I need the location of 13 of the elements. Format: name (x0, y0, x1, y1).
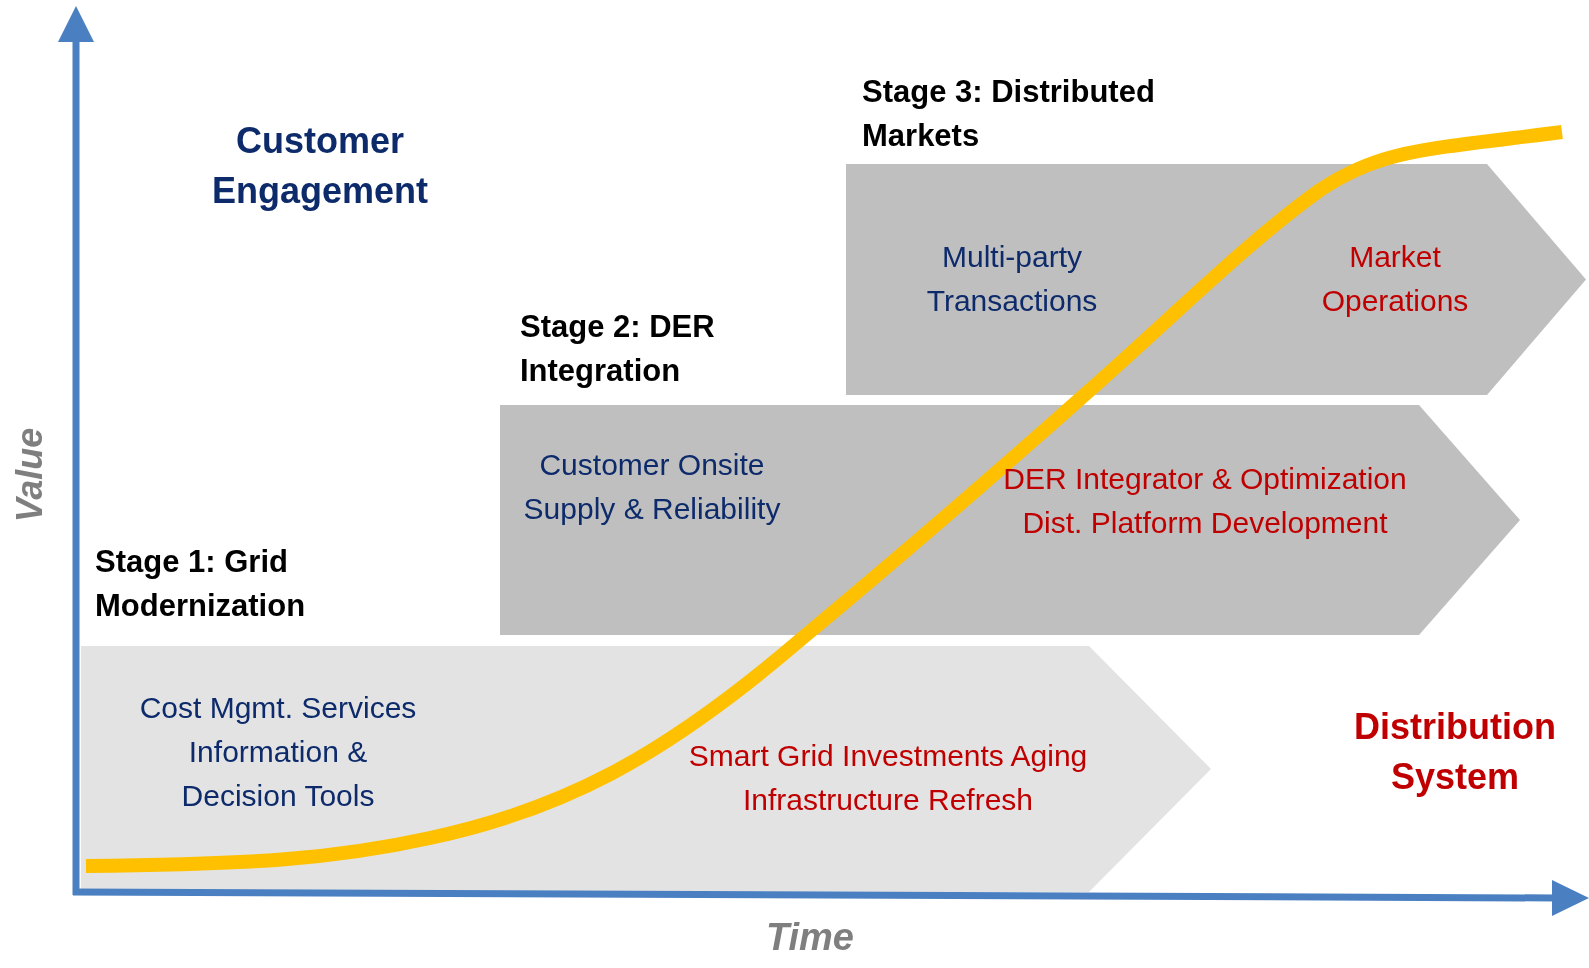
stage-heading: Stage 3: Distributed Markets (862, 73, 1156, 155)
category-label: Distribution System (1353, 705, 1557, 799)
system-item-text: DER Integrator & Optimization Dist. Platform Development (1002, 461, 1408, 541)
customer-item-text: Customer Onsite Supply & Reliability (522, 447, 782, 527)
stage-heading: Stage 1: Grid Modernization (95, 543, 307, 625)
system-item-text: Smart Grid Investments Aging Infrastructure Refresh (687, 738, 1089, 818)
system-item-text: Market Operations (1320, 239, 1470, 319)
axis-label: Value (8, 426, 51, 525)
category-label: Customer Engagement (210, 119, 429, 213)
customer-item-text: Cost Mgmt. Services Information & Decision Tools (138, 690, 418, 814)
axis-label: Time (765, 915, 855, 960)
stage-heading: Stage 2: DER Integration (520, 308, 716, 390)
customer-item-text: Multi-party Transactions (925, 239, 1099, 319)
